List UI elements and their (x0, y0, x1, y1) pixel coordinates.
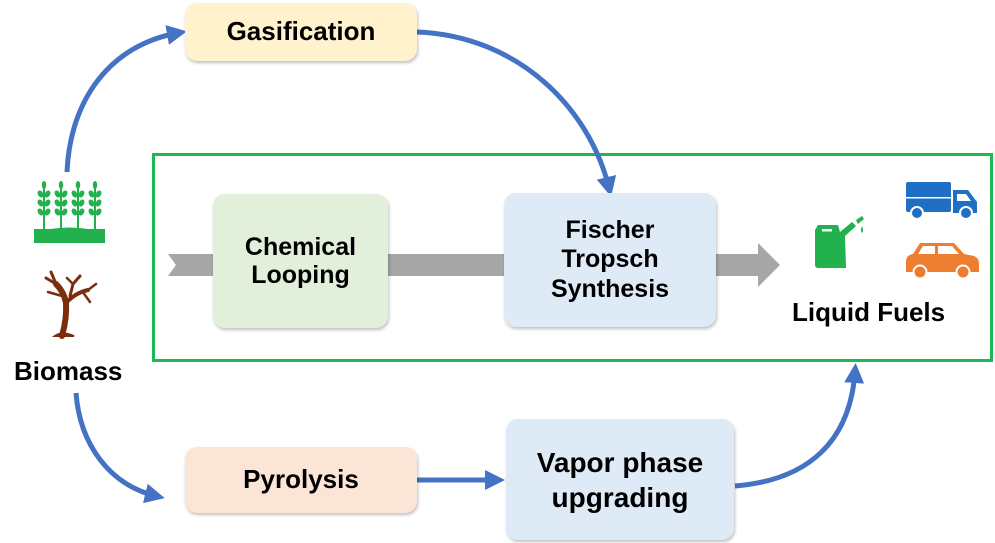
chemical-looping-line-1: Chemical (244, 233, 357, 261)
vapor-phase-line-2: upgrading (551, 481, 689, 513)
chemical-looping-pathway-frame (152, 153, 993, 362)
chemical-looping-line-2: Looping (251, 261, 350, 289)
gasification-label: Gasification (226, 16, 376, 47)
fischer-tropsch-box: Fischer Tropsch Synthesis (504, 193, 716, 327)
vapor-phase-line-1: Vapor phase (536, 446, 704, 478)
flow-bar-looping-to-ft (388, 254, 506, 276)
liquid-fuels-label: Liquid Fuels (792, 297, 946, 327)
chemical-looping-box: Chemical Looping (213, 194, 388, 328)
flow-arrow-ft-to-fuels (716, 243, 780, 287)
fischer-tropsch-line-1: Fischer (565, 215, 655, 244)
biomass-label: Biomass (14, 356, 123, 386)
pyrolysis-label: Pyrolysis (243, 464, 359, 495)
vapor-phase-upgrading-box: Vapor phase upgrading (506, 419, 734, 540)
arrow-biomass-to-gasification (64, 25, 187, 173)
pyrolysis-box: Pyrolysis (185, 447, 417, 513)
fischer-tropsch-line-3: Synthesis (550, 274, 670, 303)
gasification-box: Gasification (185, 3, 417, 61)
arrow-vapor-to-fuels (734, 363, 865, 489)
arrow-biomass-to-pyrolysis (73, 392, 165, 504)
fischer-tropsch-line-2: Tropsch (561, 245, 659, 274)
flow-arrow-tail (168, 254, 214, 276)
arrow-gasification-to-ft (416, 29, 617, 197)
